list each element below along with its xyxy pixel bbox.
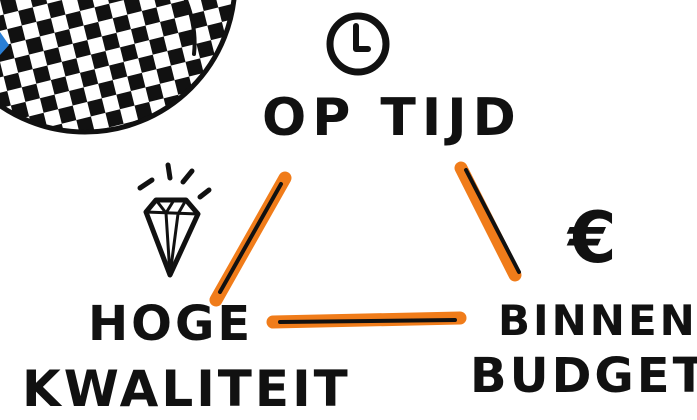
triangle-edge-bottom (273, 318, 460, 322)
label-high-quality-line1: HOGE (88, 300, 253, 348)
svg-text:€: € (566, 197, 617, 279)
triangle-edge-left (216, 178, 285, 300)
diamond-icon (140, 165, 209, 275)
triangle-edge-right (461, 168, 519, 275)
label-within-budget-line2: BUDGET (470, 352, 697, 400)
euro-icon: € (566, 197, 617, 279)
label-within-budget-line1: BINNEN (498, 300, 697, 342)
clock-icon (330, 16, 386, 72)
label-high-quality-line2: KWALITEIT (22, 364, 351, 414)
label-on-time: OP TIJD (262, 92, 522, 144)
checkered-ball-icon (0, 0, 240, 140)
